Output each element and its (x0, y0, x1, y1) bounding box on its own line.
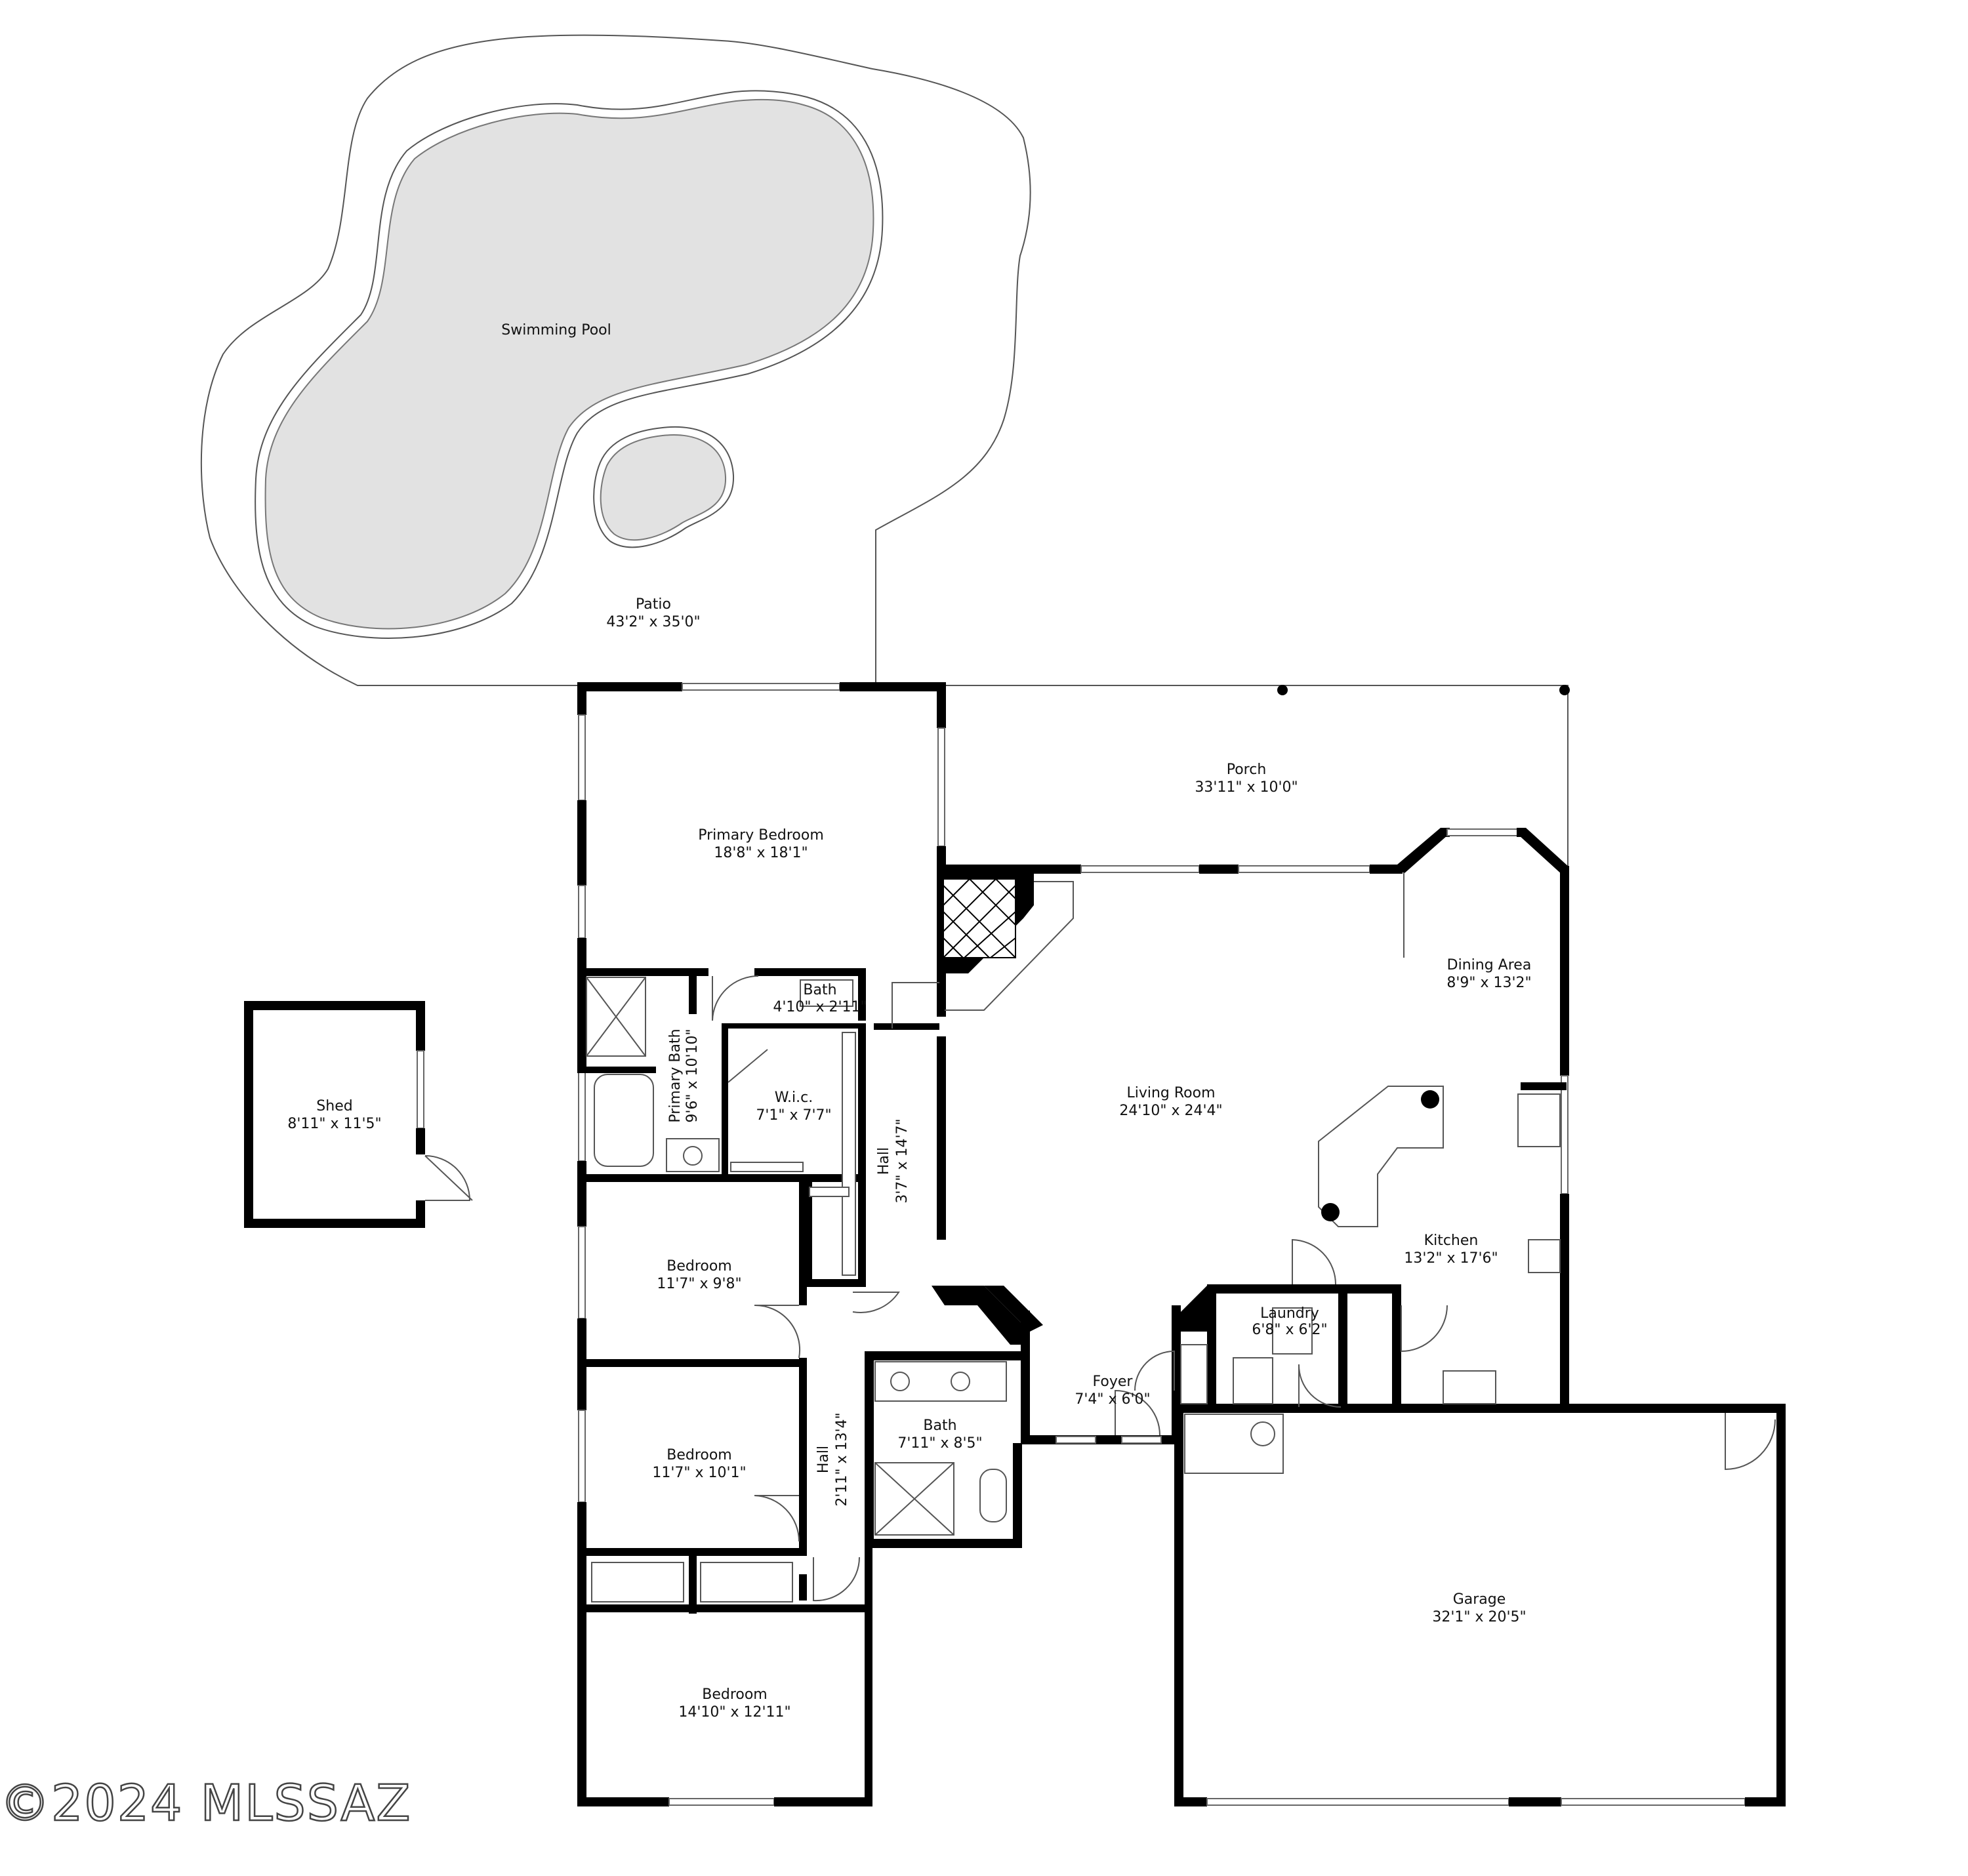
living-room-label: Living Room (1126, 1085, 1215, 1101)
spa-coping (593, 426, 735, 548)
garage-size: 32'1" x 20'5" (1432, 1609, 1526, 1625)
bedroom-3-size: 14'10" x 12'11" (678, 1704, 790, 1721)
wic-label: W.i.c. (775, 1090, 813, 1106)
patio-label: Patio (636, 596, 671, 613)
pool-coping (255, 90, 884, 639)
water-heater-icon (1250, 1421, 1275, 1446)
spa-water (600, 434, 727, 541)
hall-lower-label: Hall (815, 1446, 832, 1473)
garage-door-swing (1725, 1413, 1776, 1471)
bedroom-3-label: Bedroom (702, 1686, 768, 1703)
dining-area-size: 8'9" x 13'2" (1446, 975, 1531, 991)
dining-area-label: Dining Area (1447, 957, 1532, 973)
garage-label: Garage (1453, 1591, 1506, 1608)
primary-bath-label: Primary Bath (667, 1029, 684, 1122)
interior-walls (577, 968, 1567, 1804)
bedroom-1-size: 11'7" x 9'8" (657, 1276, 741, 1292)
patio-size: 43'2" x 35'0" (606, 614, 700, 630)
foyer-size: 7'4" x 6'0" (1075, 1391, 1150, 1408)
kitchen-label: Kitchen (1424, 1233, 1479, 1249)
bath-small-size: 4'10" x 2'11" (773, 999, 867, 1015)
laundry-size: 6'8" x 6'2" (1252, 1322, 1327, 1338)
pool-water (264, 99, 874, 630)
bedroom-2-size: 11'7" x 10'1" (652, 1465, 746, 1481)
swimming-pool-label: Swimming Pool (501, 322, 611, 338)
bath-hall-size: 7'11" x 8'5" (897, 1435, 982, 1452)
primary-bedroom-size: 18'8" x 18'1" (714, 845, 808, 861)
house-walls (577, 682, 1569, 1806)
porch-size: 33'11" x 10'0" (1195, 779, 1298, 796)
bedroom-2-label: Bedroom (666, 1447, 732, 1463)
watermark: ©2024 MLSSAZ (0, 1774, 411, 1832)
fixtures (586, 872, 1561, 1602)
primary-bath-size: 9'6" x 10'10" (684, 1029, 701, 1122)
garage (1174, 1404, 1786, 1806)
primary-bedroom-label: Primary Bedroom (698, 827, 824, 844)
hall-upper-label: Hall (876, 1147, 892, 1175)
bedroom-1-label: Bedroom (666, 1258, 732, 1274)
porch-post (1277, 685, 1288, 695)
wic-size: 7'1" x 7'7" (756, 1107, 831, 1124)
laundry-label: Laundry (1260, 1305, 1319, 1322)
porch-outline (945, 685, 1568, 872)
shed-door-swing (424, 1155, 473, 1201)
hall-upper-size: 3'7" x 14'7" (894, 1118, 911, 1203)
patio-outline (200, 34, 1031, 686)
kitchen-size: 13'2" x 17'6" (1404, 1250, 1498, 1267)
shed-size: 8'11" x 11'5" (287, 1116, 381, 1132)
shed (244, 1001, 473, 1228)
shed-label: Shed (316, 1098, 352, 1114)
bath-hall-label: Bath (923, 1417, 956, 1434)
porch-post (1559, 685, 1570, 695)
porch-label: Porch (1227, 762, 1267, 778)
hall-lower-size: 2'11" x 13'4" (834, 1412, 850, 1506)
bath-small-label: Bath (803, 982, 836, 998)
living-room-size: 24'10" x 24'4" (1119, 1103, 1222, 1119)
foyer-label: Foyer (1093, 1374, 1134, 1390)
